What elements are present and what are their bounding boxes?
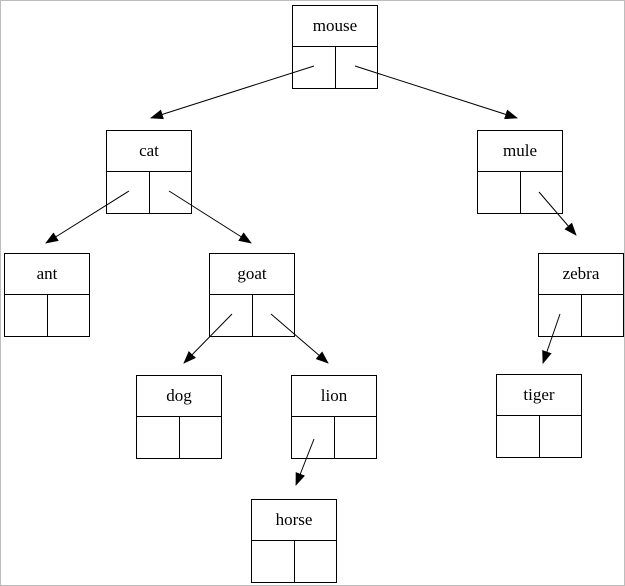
node-label: lion [292,376,376,417]
pointer-cells [5,295,89,337]
node-ant: ant [4,253,90,337]
node-label: zebra [539,254,623,295]
left-pointer-cell [292,417,335,459]
left-pointer-cell [293,47,336,89]
node-label: mouse [293,6,377,47]
node-label: dog [137,376,221,417]
left-pointer-cell [210,295,253,337]
node-label: goat [210,254,294,295]
pointer-cells [292,417,376,459]
node-cat: cat [106,130,192,214]
node-mouse: mouse [292,5,378,89]
node-mule: mule [477,130,563,214]
pointer-cells [210,295,294,337]
right-pointer-cell [150,172,192,214]
node-label: horse [252,500,336,541]
left-pointer-cell [252,541,295,583]
pointer-cells [478,172,562,214]
right-pointer-cell [253,295,295,337]
left-pointer-cell [539,295,582,337]
right-pointer-cell [180,417,222,459]
node-label: tiger [497,375,581,416]
right-pointer-cell [48,295,90,337]
right-pointer-cell [582,295,624,337]
node-label: mule [478,131,562,172]
left-pointer-cell [478,172,521,214]
pointer-cells [107,172,191,214]
left-pointer-cell [5,295,48,337]
right-pointer-cell [295,541,337,583]
node-lion: lion [291,375,377,459]
node-tiger: tiger [496,374,582,458]
right-pointer-cell [521,172,563,214]
left-pointer-cell [137,417,180,459]
right-pointer-cell [540,416,582,458]
node-horse: horse [251,499,337,583]
left-pointer-cell [497,416,540,458]
node-dog: dog [136,375,222,459]
edge-mouse-left-cat [150,65,315,120]
node-label: ant [5,254,89,295]
node-zebra: zebra [538,253,624,337]
pointer-cells [539,295,623,337]
pointer-cells [252,541,336,583]
right-pointer-cell [336,47,378,89]
pointer-cells [293,47,377,89]
right-pointer-cell [335,417,377,459]
pointer-cells [137,417,221,459]
edge-mouse-right-mule [354,65,518,120]
node-label: cat [107,131,191,172]
left-pointer-cell [107,172,150,214]
node-goat: goat [209,253,295,337]
pointer-cells [497,416,581,458]
